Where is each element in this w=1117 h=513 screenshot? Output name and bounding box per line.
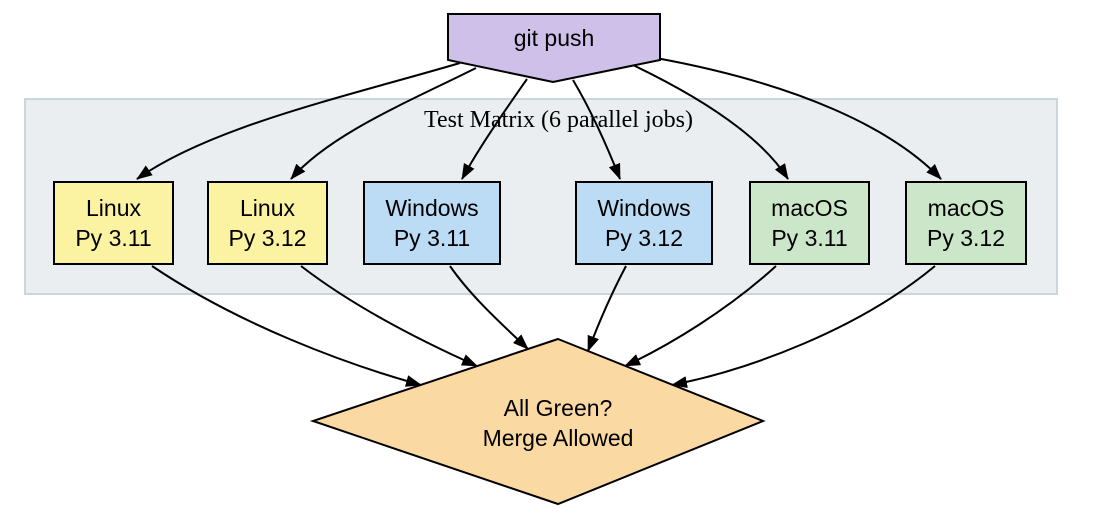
edge-push-to-macos-py311 [632, 64, 789, 180]
edge-macos-py312-to-decision [671, 265, 936, 388]
decision-label-line1: All Green? [503, 395, 613, 421]
edge-linux-py312-to-decision [300, 265, 478, 367]
edge-push-to-linux-py311 [136, 62, 461, 180]
job-label-line2: Py 3.12 [927, 225, 1005, 251]
edge-push-to-macos-py312 [655, 57, 942, 180]
edge-macos-py311-to-decision [624, 265, 777, 367]
job-label-line2: Py 3.11 [393, 225, 471, 251]
edge-push-to-linux-py312 [290, 67, 477, 180]
git-push-label: git push [513, 24, 595, 51]
edge-push-to-windows-py311 [461, 78, 528, 180]
job-node-windows-py311: Windows Py 3.11 [363, 181, 501, 265]
job-label-line1: Linux [86, 195, 141, 221]
test-matrix-cluster [24, 98, 1058, 295]
edge-windows-py311-to-decision [449, 265, 529, 350]
decision-diamond-shape [309, 337, 766, 506]
job-label-line2: Py 3.11 [75, 225, 152, 251]
decision-label-line2: Merge Allowed [482, 425, 634, 451]
job-node-macos-py312: macOS Py 3.12 [905, 181, 1027, 265]
edges-group [136, 57, 942, 388]
job-label-line1: macOS [771, 195, 848, 221]
job-node-macos-py311: macOS Py 3.11 [749, 181, 870, 265]
job-label-line2: Py 3.12 [605, 225, 683, 251]
edge-linux-py311-to-decision [151, 265, 422, 387]
job-label-line2: Py 3.11 [771, 225, 848, 251]
job-node-windows-py312: Windows Py 3.12 [575, 181, 713, 265]
job-label-line2: Py 3.12 [228, 225, 307, 251]
job-label-line1: Windows [385, 195, 479, 221]
job-node-linux-py312: Linux Py 3.12 [207, 181, 328, 265]
edge-windows-py312-to-decision [587, 265, 627, 352]
job-label-line1: Linux [240, 195, 295, 221]
edge-push-to-windows-py312 [572, 79, 621, 180]
job-label-line1: Windows [597, 195, 691, 221]
job-label-line1: macOS [927, 195, 1005, 221]
git-push-node-shape [447, 13, 661, 84]
job-node-linux-py311: Linux Py 3.11 [53, 181, 174, 265]
cluster-title: Test Matrix (6 parallel jobs) [424, 107, 693, 133]
decision-label: All Green? Merge Allowed [408, 393, 708, 453]
